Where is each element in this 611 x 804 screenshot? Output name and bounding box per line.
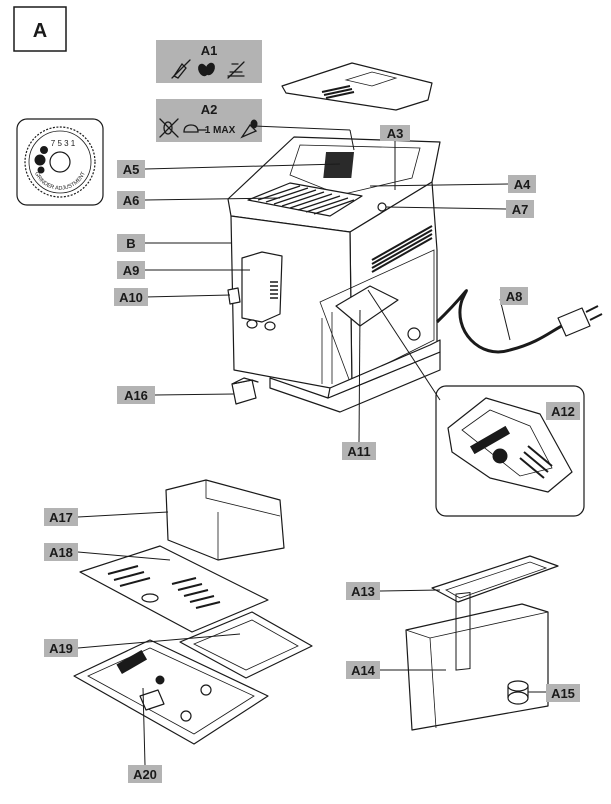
grounds-cup-a16 [231,377,259,405]
svg-text:A11: A11 [347,444,370,459]
svg-text:A7: A7 [512,202,529,217]
figure-letter-box: A [13,6,67,52]
callout-a13: A13 [346,582,380,600]
svg-text:A16: A16 [124,388,148,403]
knob-a7 [377,202,387,212]
callout-a4: A4 [508,175,536,193]
grinder-dial-numbers: 7 5 3 1 [51,139,76,148]
callout-a7: A7 [506,200,534,218]
cup-grid-a18 [79,545,269,633]
svg-text:A14: A14 [351,663,376,678]
legend-a1-label: A1 [201,43,218,58]
svg-text:A17: A17 [49,510,73,525]
callout-b: B [117,234,145,252]
callout-a5: A5 [117,160,145,178]
callout-a9: A9 [117,261,145,279]
grinder-adjustment-inset: 7 5 3 1 GRINDER ADJUSTMENT [16,118,104,206]
svg-text:B: B [126,236,135,251]
svg-text:A9: A9 [123,263,140,278]
svg-text:A13: A13 [351,584,375,599]
water-softener-filter-a15 [507,680,529,705]
svg-text:A6: A6 [123,193,140,208]
measuring-scoop-icon [183,124,207,133]
drip-tray-a19 [179,611,313,679]
callout-a12: A12 [546,402,580,420]
svg-text:A8: A8 [506,289,523,304]
svg-text:A19: A19 [49,641,73,656]
svg-text:A12: A12 [551,404,575,419]
coffee-machine-body [227,136,441,413]
svg-text:A15: A15 [551,686,575,701]
drip-tray-base-a20 [73,639,269,745]
callout-a18: A18 [44,543,78,561]
callout-a8: A8 [500,287,528,305]
callout-a10: A10 [114,288,148,306]
callout-a20: A20 [128,765,162,783]
no-liquid-icon [227,61,245,79]
callout-a11: A11 [342,442,376,460]
callout-a6: A6 [117,191,145,209]
legend-a2-label: A2 [201,102,218,117]
svg-text:A18: A18 [49,545,73,560]
callout-a3: A3 [380,125,410,141]
callout-a15: A15 [546,684,580,702]
callout-a17: A17 [44,508,78,526]
power-cord-a8 [435,289,603,354]
water-tank-lid-a13 [431,555,559,603]
callout-a16: A16 [117,386,155,404]
svg-text:A3: A3 [387,126,404,141]
legend-a1: A1 [156,40,262,83]
no-ground-coffee-icon [171,59,191,79]
grinder-dot-large [34,154,46,166]
leader-lines [77,125,546,766]
figure-letter: A [33,20,47,42]
svg-text:A5: A5 [123,162,140,177]
svg-text:A20: A20 [133,767,157,782]
legend-a2-quantity: 1 MAX [205,125,236,136]
callout-a14: A14 [346,661,380,679]
svg-text:A4: A4 [514,177,531,192]
coffee-beans-icon [198,62,215,77]
legend-a2: A2 1 MAX [156,99,262,142]
grounds-container-a17 [165,479,285,561]
bean-container-lid [281,62,433,111]
callout-a19: A19 [44,639,78,657]
no-beans-icon [159,118,179,138]
svg-text:A10: A10 [119,290,143,305]
water-tank-a14 [405,592,549,731]
